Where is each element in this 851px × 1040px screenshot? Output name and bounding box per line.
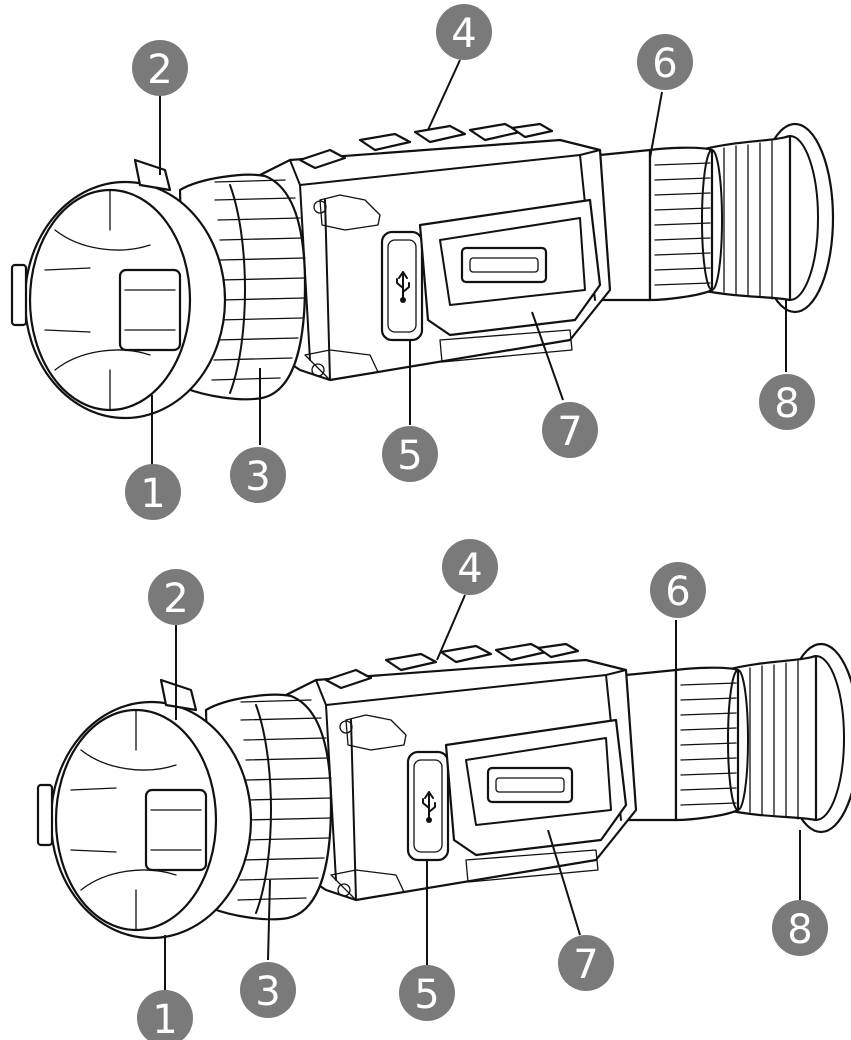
svg-text:7: 7 bbox=[557, 409, 582, 455]
svg-text:6: 6 bbox=[652, 41, 677, 87]
svg-text:5: 5 bbox=[397, 433, 422, 479]
svg-text:2: 2 bbox=[163, 576, 188, 622]
leader-4 bbox=[427, 59, 461, 131]
view-bottom-drawing: 1 2 3 4 5 6 7 8 bbox=[36, 539, 851, 1040]
svg-text:6: 6 bbox=[665, 569, 690, 615]
callout-3-badge: 3 bbox=[230, 447, 286, 503]
svg-text:4: 4 bbox=[457, 546, 482, 592]
usb-icon bbox=[396, 271, 410, 303]
svg-text:2: 2 bbox=[147, 47, 172, 93]
leader-3b bbox=[267, 879, 271, 961]
callout-2-badge: 2 bbox=[132, 40, 188, 96]
callout-1-badge: 1 bbox=[125, 464, 181, 520]
callout-7-badge: 7 bbox=[542, 402, 598, 458]
callout-8-badge-b: 8 bbox=[772, 900, 828, 956]
leader-4b bbox=[436, 594, 466, 661]
svg-text:8: 8 bbox=[787, 907, 812, 953]
callout-5-badge: 5 bbox=[382, 426, 438, 482]
callout-6-badge-b: 6 bbox=[650, 562, 706, 618]
callout-6-badge: 6 bbox=[637, 34, 693, 90]
callout-1-badge-b: 1 bbox=[137, 990, 193, 1040]
callout-3-badge-b: 3 bbox=[240, 962, 296, 1018]
svg-text:4: 4 bbox=[451, 11, 476, 57]
svg-text:1: 1 bbox=[152, 997, 177, 1040]
usb-icon bbox=[422, 791, 436, 823]
callout-8-badge: 8 bbox=[759, 374, 815, 430]
view-top-drawing: 1 2 3 4 5 6 7 8 bbox=[10, 4, 835, 520]
leader-7b bbox=[547, 829, 581, 936]
svg-text:3: 3 bbox=[255, 969, 280, 1015]
svg-text:5: 5 bbox=[414, 972, 439, 1018]
callout-4-badge: 4 bbox=[436, 4, 492, 60]
callout-5-badge-b: 5 bbox=[399, 965, 455, 1021]
callout-4-badge-b: 4 bbox=[442, 539, 498, 595]
svg-text:7: 7 bbox=[573, 942, 598, 988]
leader-7 bbox=[531, 311, 564, 401]
callout-2-badge-b: 2 bbox=[148, 569, 204, 625]
svg-text:8: 8 bbox=[774, 381, 799, 427]
callout-7-badge-b: 7 bbox=[558, 935, 614, 991]
svg-text:3: 3 bbox=[245, 454, 270, 500]
leader-6 bbox=[649, 91, 663, 159]
svg-text:1: 1 bbox=[140, 471, 165, 517]
